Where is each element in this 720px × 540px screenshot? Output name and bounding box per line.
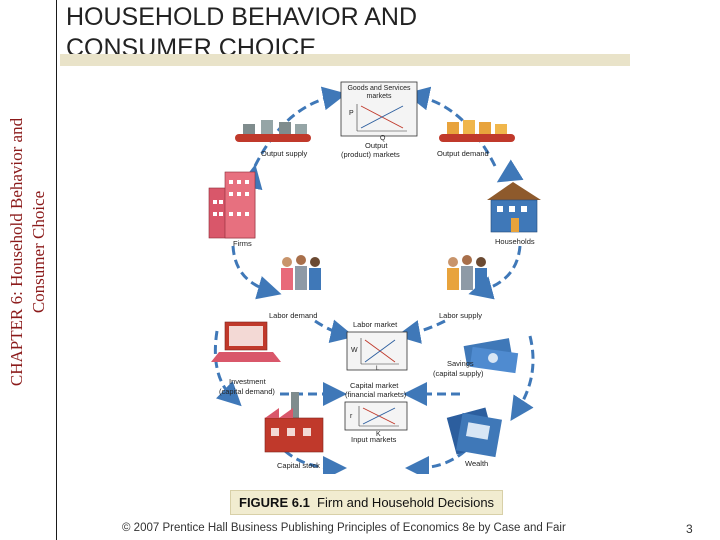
page-number: 3 <box>686 522 693 536</box>
output-demand-conveyor <box>439 120 515 142</box>
input-markets-label: Input markets <box>351 435 397 444</box>
arrow-capital-stock <box>284 449 347 474</box>
arrow-labor-supply <box>396 319 446 344</box>
output-demand-label: Output demand <box>437 149 489 158</box>
capital-market-k-label: K <box>376 431 381 438</box>
chapter-title-line1: CHAPTER 6: Household Behavior and <box>7 117 26 387</box>
capital-market-line2: (financial markets) <box>345 390 407 399</box>
title-underline-bar <box>60 54 630 66</box>
capital-market-box: Capital market (financial markets) r K <box>344 381 408 438</box>
goods-market-box: Goods and Services markets P Q <box>340 81 418 142</box>
households-house-icon <box>487 182 541 233</box>
circular-flow-diagram: Goods and Services markets P Q Output (p… <box>208 81 541 474</box>
output-supply-conveyor <box>235 120 311 142</box>
firms-label: Firms <box>233 239 252 248</box>
investment-laptop-icon <box>211 321 281 362</box>
labor-market-l-label: L <box>376 366 380 372</box>
arrow-output-demand <box>405 86 497 167</box>
chapter-sidebar: CHAPTER 6: Household Behavior and Consum… <box>0 0 57 540</box>
labor-supply-label: Labor supply <box>439 311 482 320</box>
labor-supply-workers-icon <box>447 255 487 290</box>
investment-line2: (capital demand) <box>219 387 275 396</box>
capital-stock-label: Capital stock <box>277 461 320 470</box>
capital-market-line1: Capital market <box>350 381 399 390</box>
goods-market-q-label: Q <box>380 135 386 142</box>
arrow-households-to-wealth <box>510 335 535 422</box>
arrow-firms-to-labor <box>231 245 282 300</box>
savings-line2: (capital supply) <box>433 369 484 378</box>
arrow-labor-demand <box>314 319 355 343</box>
investment-line1: Investment <box>229 377 267 386</box>
firms-building-icon <box>208 171 256 239</box>
output-market-line2: (product) markets <box>341 150 400 159</box>
arrow-households-to-output <box>496 159 524 183</box>
output-supply-label: Output supply <box>261 149 308 158</box>
slide-title: HOUSEHOLD BEHAVIOR AND CONSUMER CHOICE <box>66 2 417 64</box>
savings-money-icon <box>463 338 519 374</box>
chapter-title-line2: Consumer Choice <box>29 190 48 314</box>
goods-market-p-label: P <box>349 110 354 117</box>
arrow-firms-to-capital <box>213 330 242 407</box>
wealth-label: Wealth <box>465 459 488 468</box>
labor-demand-label: Labor demand <box>269 311 317 320</box>
labor-market-w-label: W <box>351 347 358 354</box>
slide-title-line1: HOUSEHOLD BEHAVIOR AND <box>66 3 418 31</box>
chapter-title: CHAPTER 6: Household Behavior and Consum… <box>6 32 50 472</box>
savings-line1: Savings <box>447 359 474 368</box>
labor-market-box: Labor market W L <box>346 320 408 372</box>
figure-caption: FIGURE 6.1 Firm and Household Decisions <box>230 490 504 515</box>
goods-market-line1: Goods and Services <box>347 85 411 92</box>
arrow-wealth <box>405 449 466 474</box>
output-market-line1: Output <box>365 141 388 150</box>
goods-market-line2: markets <box>367 93 392 100</box>
labor-market-title: Labor market <box>353 320 398 329</box>
figure-caption-text: Firm and Household Decisions <box>317 495 495 510</box>
arrow-output-supply <box>253 86 347 167</box>
wealth-documents-icon <box>446 407 502 458</box>
copyright-footer: © 2007 Prentice Hall Business Publishing… <box>122 522 566 534</box>
capital-stock-factory-icon <box>264 392 324 453</box>
flow-arrows <box>213 86 535 474</box>
figure-caption-label: FIGURE 6.1 <box>239 495 310 510</box>
households-label: Households <box>495 237 535 246</box>
labor-demand-workers-icon <box>281 255 321 290</box>
capital-market-r-label: r <box>350 413 353 420</box>
